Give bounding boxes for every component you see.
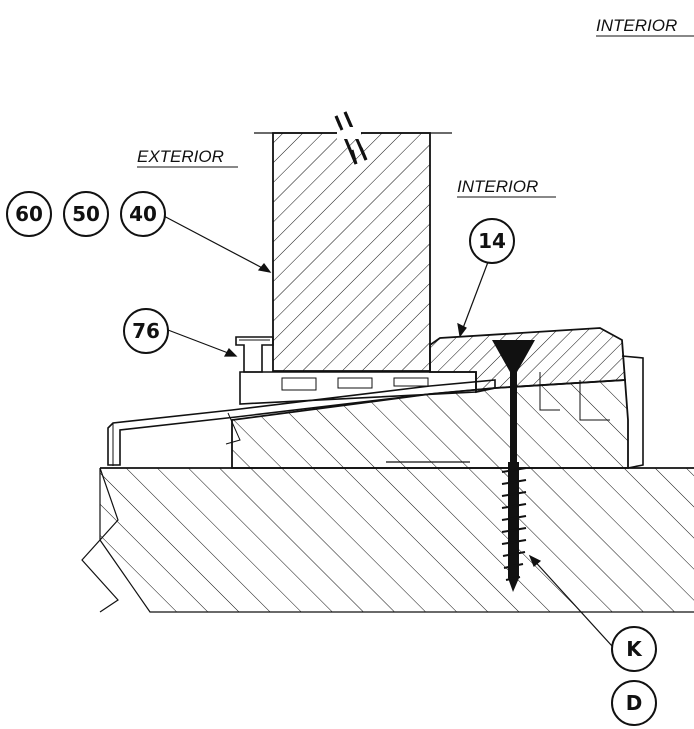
svg-text:40: 40 [129,202,157,226]
substrate [81,467,694,613]
callout-76: 76 [123,308,169,354]
interior-stop [429,327,644,469]
leader-lines [159,213,613,647]
callout-50: 50 [63,191,109,237]
svg-text:K: K [626,637,643,661]
exterior-label: EXTERIOR [137,147,224,166]
frame-body [231,379,629,469]
glass-panel [254,111,452,372]
svg-text:50: 50 [72,202,100,226]
callout-14: 14 [469,218,515,264]
callout-d: D [611,680,657,726]
callout-60: 60 [6,191,52,237]
screw [492,340,535,592]
svg-text:14: 14 [478,229,506,253]
svg-text:60: 60 [15,202,43,226]
glazing-bead [235,336,274,373]
callout-k: K [611,626,657,672]
svg-text:76: 76 [132,319,160,343]
callout-40: 40 [120,191,166,237]
svg-text:D: D [626,691,643,715]
interior-label-top: INTERIOR [596,16,677,35]
interior-label: INTERIOR [457,177,538,196]
